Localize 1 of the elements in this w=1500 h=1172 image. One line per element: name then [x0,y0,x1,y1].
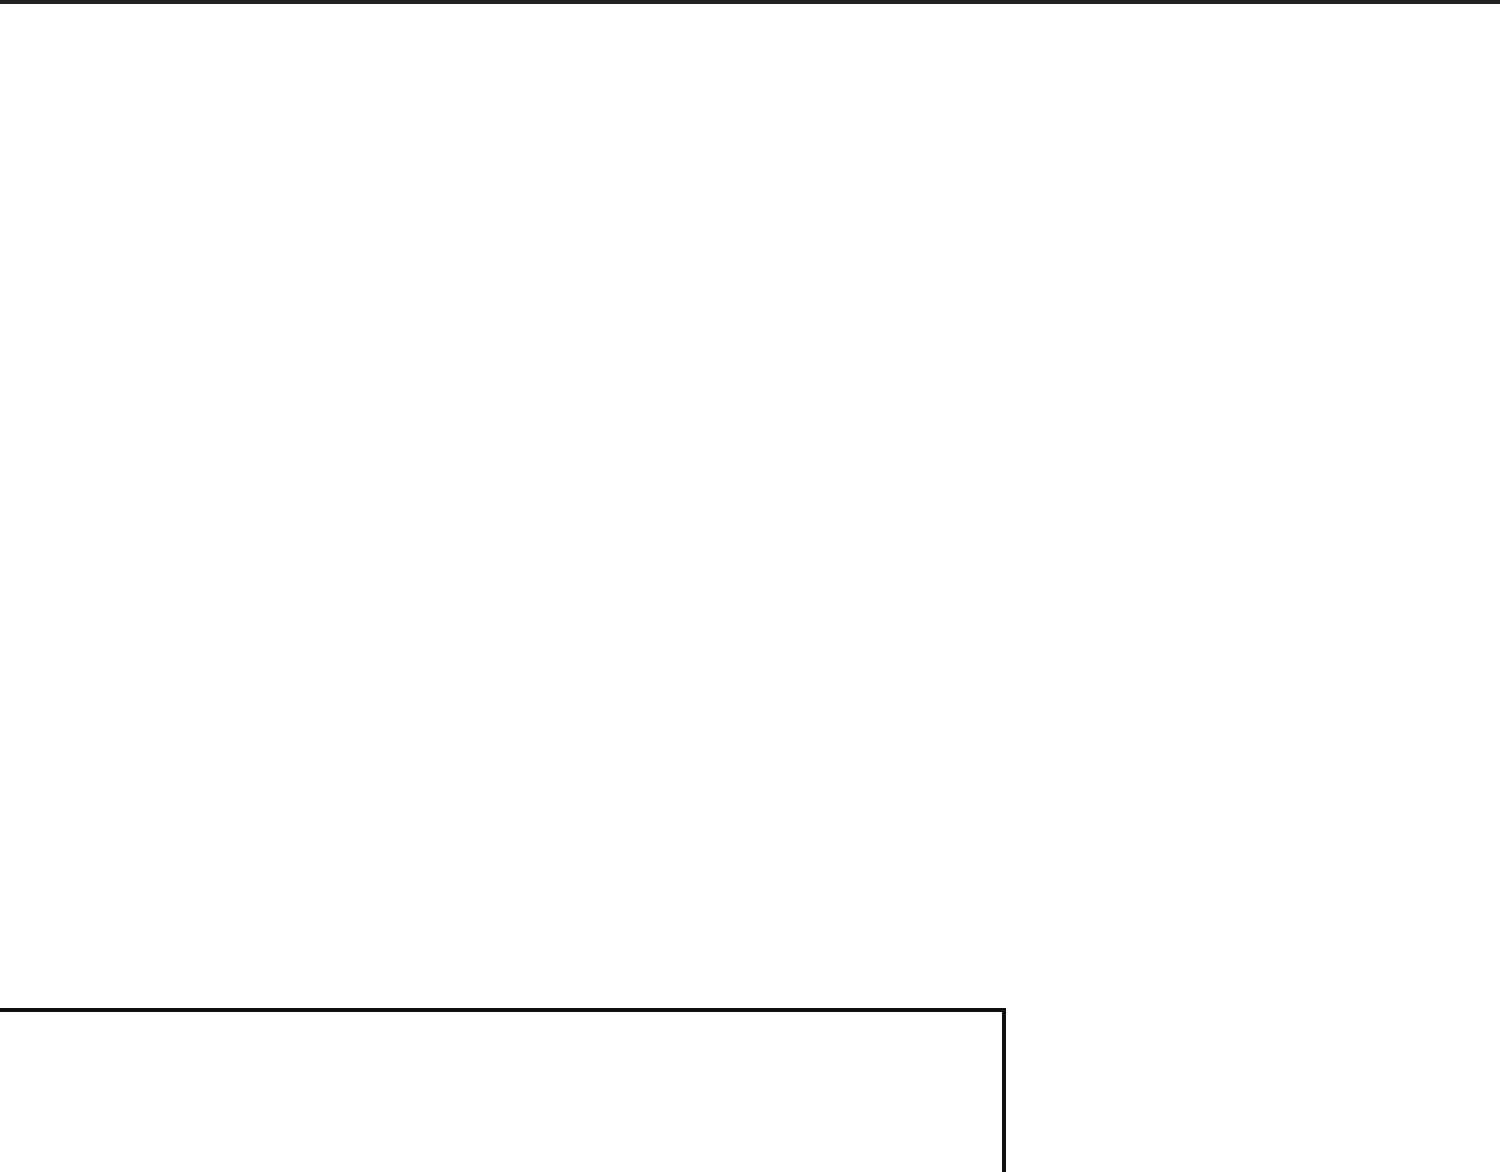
speech-box [0,1008,1006,1172]
